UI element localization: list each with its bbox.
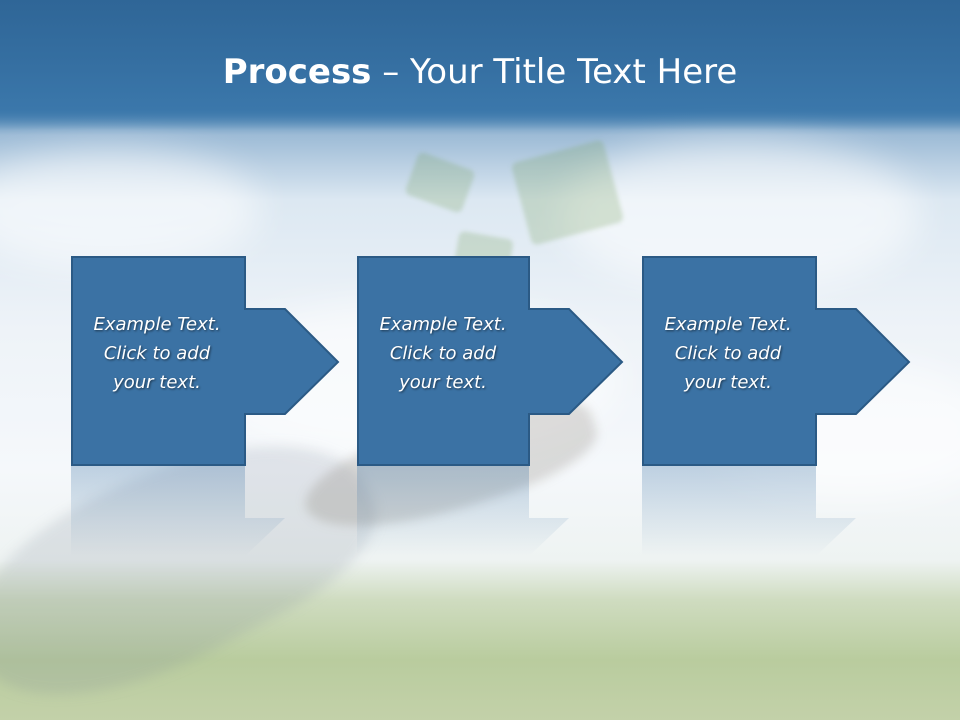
step-box bbox=[642, 256, 911, 466]
step-text-line: Example Text. bbox=[93, 314, 221, 335]
step-arrow-shape bbox=[357, 256, 624, 556]
process-step-3[interactable]: Example Text. Click to add your text. bbox=[642, 256, 932, 556]
step-text-line: Click to add bbox=[103, 343, 211, 364]
process-step-2[interactable]: Example Text. Click to add your text. bbox=[357, 256, 647, 556]
step-text-line: your text. bbox=[399, 372, 487, 393]
step-text-line: Example Text. bbox=[379, 314, 507, 335]
step-text-line: Click to add bbox=[389, 343, 497, 364]
step-text: Example Text. Click to add your text. bbox=[357, 310, 529, 397]
step-box bbox=[357, 256, 624, 466]
title-rest-text: – Your Title Text Here bbox=[371, 52, 738, 92]
step-text: Example Text. Click to add your text. bbox=[642, 310, 814, 397]
title-bold-text: Process bbox=[222, 52, 372, 92]
step-arrow-shape bbox=[642, 256, 911, 556]
process-step-1[interactable]: Example Text. Click to add your text. bbox=[71, 256, 361, 556]
step-text-line: your text. bbox=[113, 372, 201, 393]
step-reflection bbox=[357, 466, 569, 556]
title-band bbox=[0, 0, 960, 130]
cloud-image bbox=[0, 150, 260, 270]
step-reflection bbox=[642, 466, 856, 556]
step-text-line: Click to add bbox=[674, 343, 782, 364]
puzzle-piece-image bbox=[404, 151, 476, 214]
step-text: Example Text. Click to add your text. bbox=[71, 310, 243, 397]
step-arrow-shape bbox=[71, 256, 340, 556]
step-text-line: your text. bbox=[684, 372, 772, 393]
step-box bbox=[71, 256, 340, 466]
slide-title[interactable]: Process – Your Title Text Here bbox=[0, 52, 960, 92]
step-text-line: Example Text. bbox=[664, 314, 792, 335]
step-reflection bbox=[71, 466, 285, 556]
